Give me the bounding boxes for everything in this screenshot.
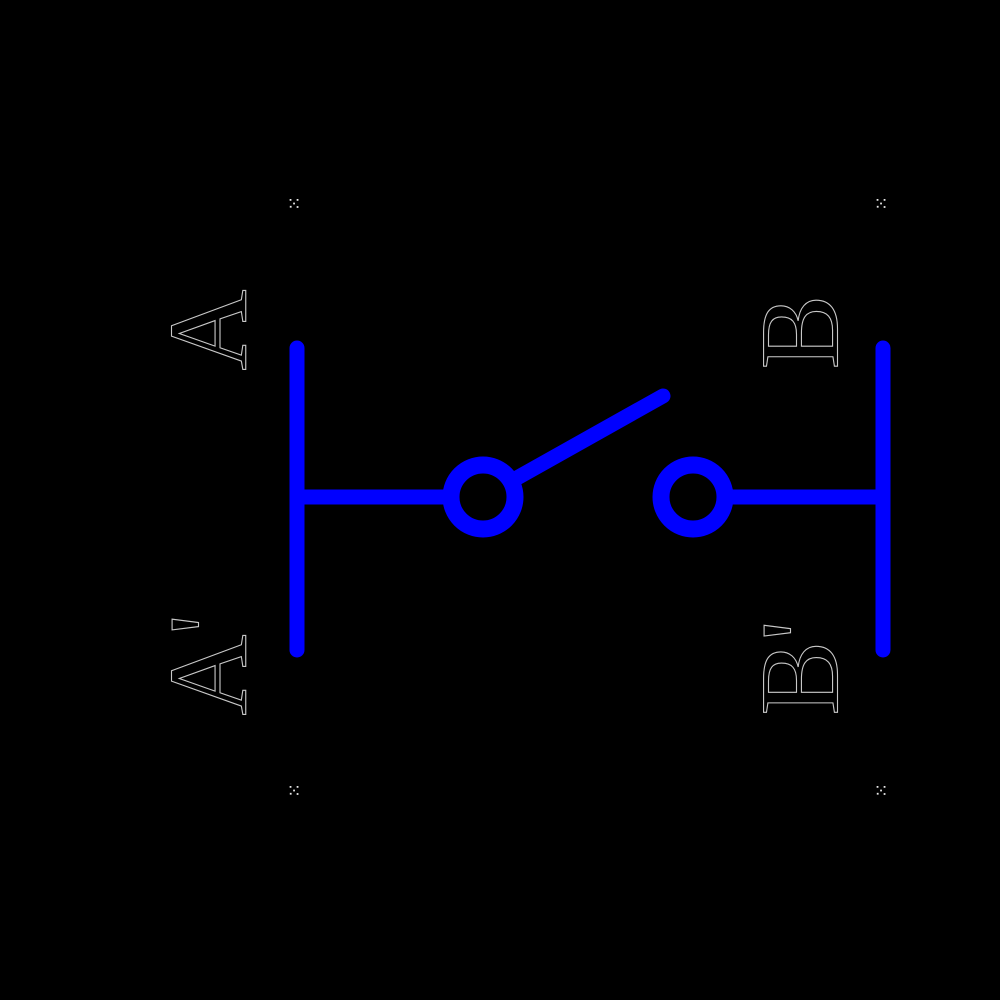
label-terminal-b-prime: B' xyxy=(739,621,863,716)
corner-marker-group: ⁙ ⁙ ⁙ ⁙ xyxy=(286,194,888,801)
marker-bottom-left: ⁙ xyxy=(286,781,301,801)
terminal-label-group: A A' B B' xyxy=(146,289,863,716)
label-terminal-a: A xyxy=(147,289,271,370)
marker-bottom-right: ⁙ xyxy=(873,781,888,801)
circuit-group xyxy=(289,340,891,658)
marker-top-right: ⁙ xyxy=(873,194,888,214)
label-terminal-a-prime: A' xyxy=(147,614,271,715)
label-terminal-b: B xyxy=(739,295,863,370)
marker-top-left: ⁙ xyxy=(286,194,301,214)
right-switch-contact-node[interactable] xyxy=(652,456,734,538)
left-switch-contact-node[interactable] xyxy=(442,456,524,538)
